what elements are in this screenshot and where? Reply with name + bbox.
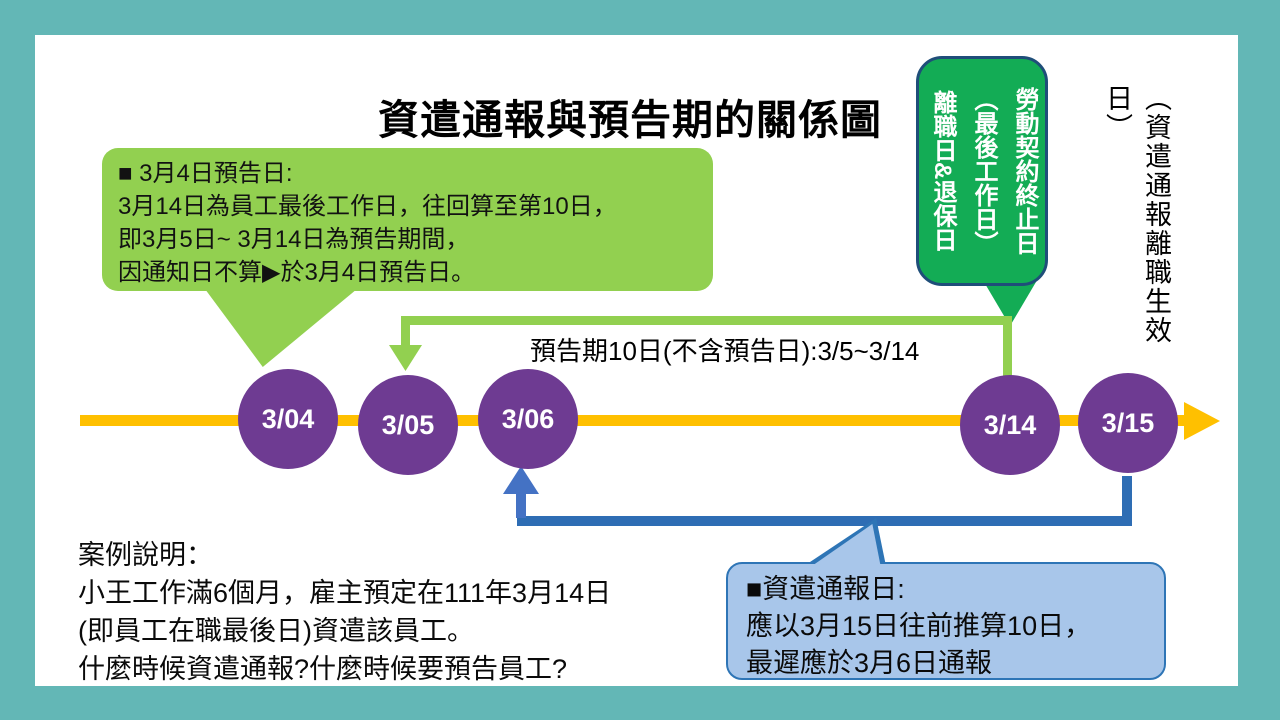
timeline-node-3-15: 3/15 — [1078, 373, 1178, 473]
timeline-line — [80, 415, 1186, 426]
termination-bubble: 勞動契約終止日 （最後工作日） 離職日&退保日 — [916, 56, 1048, 286]
node-label: 3/06 — [501, 403, 555, 434]
report-bracket-right-rise — [1122, 476, 1132, 518]
termination-bubble-column: 離職日&退保日 — [929, 90, 956, 252]
report-callout-line: 最遲應於3月6日通報 — [746, 648, 993, 678]
node-label: 3/04 — [261, 403, 315, 434]
report-callout-line: ■資遣通報日: — [746, 574, 905, 604]
page-title: 資遣通報與預告期的關係圖 — [378, 97, 882, 143]
notice-callout-line: 3月14日為員工最後工作日，往回算至第10日， — [118, 193, 617, 220]
node-label: 3/14 — [983, 409, 1037, 440]
notice-explain-callout: ■ 3月4日預告日: 3月14日為員工最後工作日，往回算至第10日， 即3月5日… — [102, 148, 713, 291]
notice-period-label: 預告期10日(不含預告日):3/5~3/14 — [530, 336, 920, 366]
timeline-node-3-04: 3/04 — [238, 369, 338, 469]
case-description: 案例說明： 小王工作滿6個月，雇主預定在111年3月14日 (即員工在職最後日)… — [78, 536, 611, 688]
node-label: 3/05 — [381, 409, 435, 440]
notice-bracket-line — [401, 316, 1012, 325]
notice-bracket-right-drop — [1003, 316, 1012, 376]
case-description-line: 小王工作滿6個月，雇主預定在111年3月14日 — [78, 578, 612, 608]
report-callout: ■資遣通報日: 應以3月15日往前推算10日， 最遲應於3月6日通報 — [726, 562, 1166, 680]
termination-bubble-column: 勞動契約終止日 — [1011, 87, 1038, 255]
report-bracket-left-rise — [516, 492, 526, 518]
termination-bubble-text: 勞動契約終止日 （最後工作日） 離職日&退保日 — [919, 59, 1045, 283]
termination-bubble-column: （最後工作日） — [970, 87, 997, 255]
timeline-node-3-05: 3/05 — [358, 375, 458, 475]
report-bracket-line — [517, 516, 1132, 526]
timeline-node-3-06: 3/06 — [478, 369, 578, 469]
notice-bracket-left-drop — [401, 316, 410, 347]
notice-callout-line: 即3月5日~ 3月14日為預告期間， — [118, 226, 470, 253]
timeline-node-3-14: 3/14 — [960, 375, 1060, 475]
case-description-line: 案例說明： — [78, 540, 213, 570]
case-description-line: 什麼時候資遣通報?什麼時候要預告員工? — [78, 654, 568, 684]
report-callout-line: 應以3月15日往前推算10日， — [746, 611, 1092, 641]
notice-callout-line: 因通知日不算▶於3月4日預告日。 — [118, 259, 476, 286]
notice-callout-line: ■ 3月4日預告日: — [118, 160, 293, 187]
case-description-line: (即員工在職最後日)資遣該員工。 — [78, 616, 474, 646]
node-label: 3/15 — [1101, 407, 1155, 438]
resignation-effective-note: （資遣通報離職生效日） — [1102, 84, 1171, 345]
